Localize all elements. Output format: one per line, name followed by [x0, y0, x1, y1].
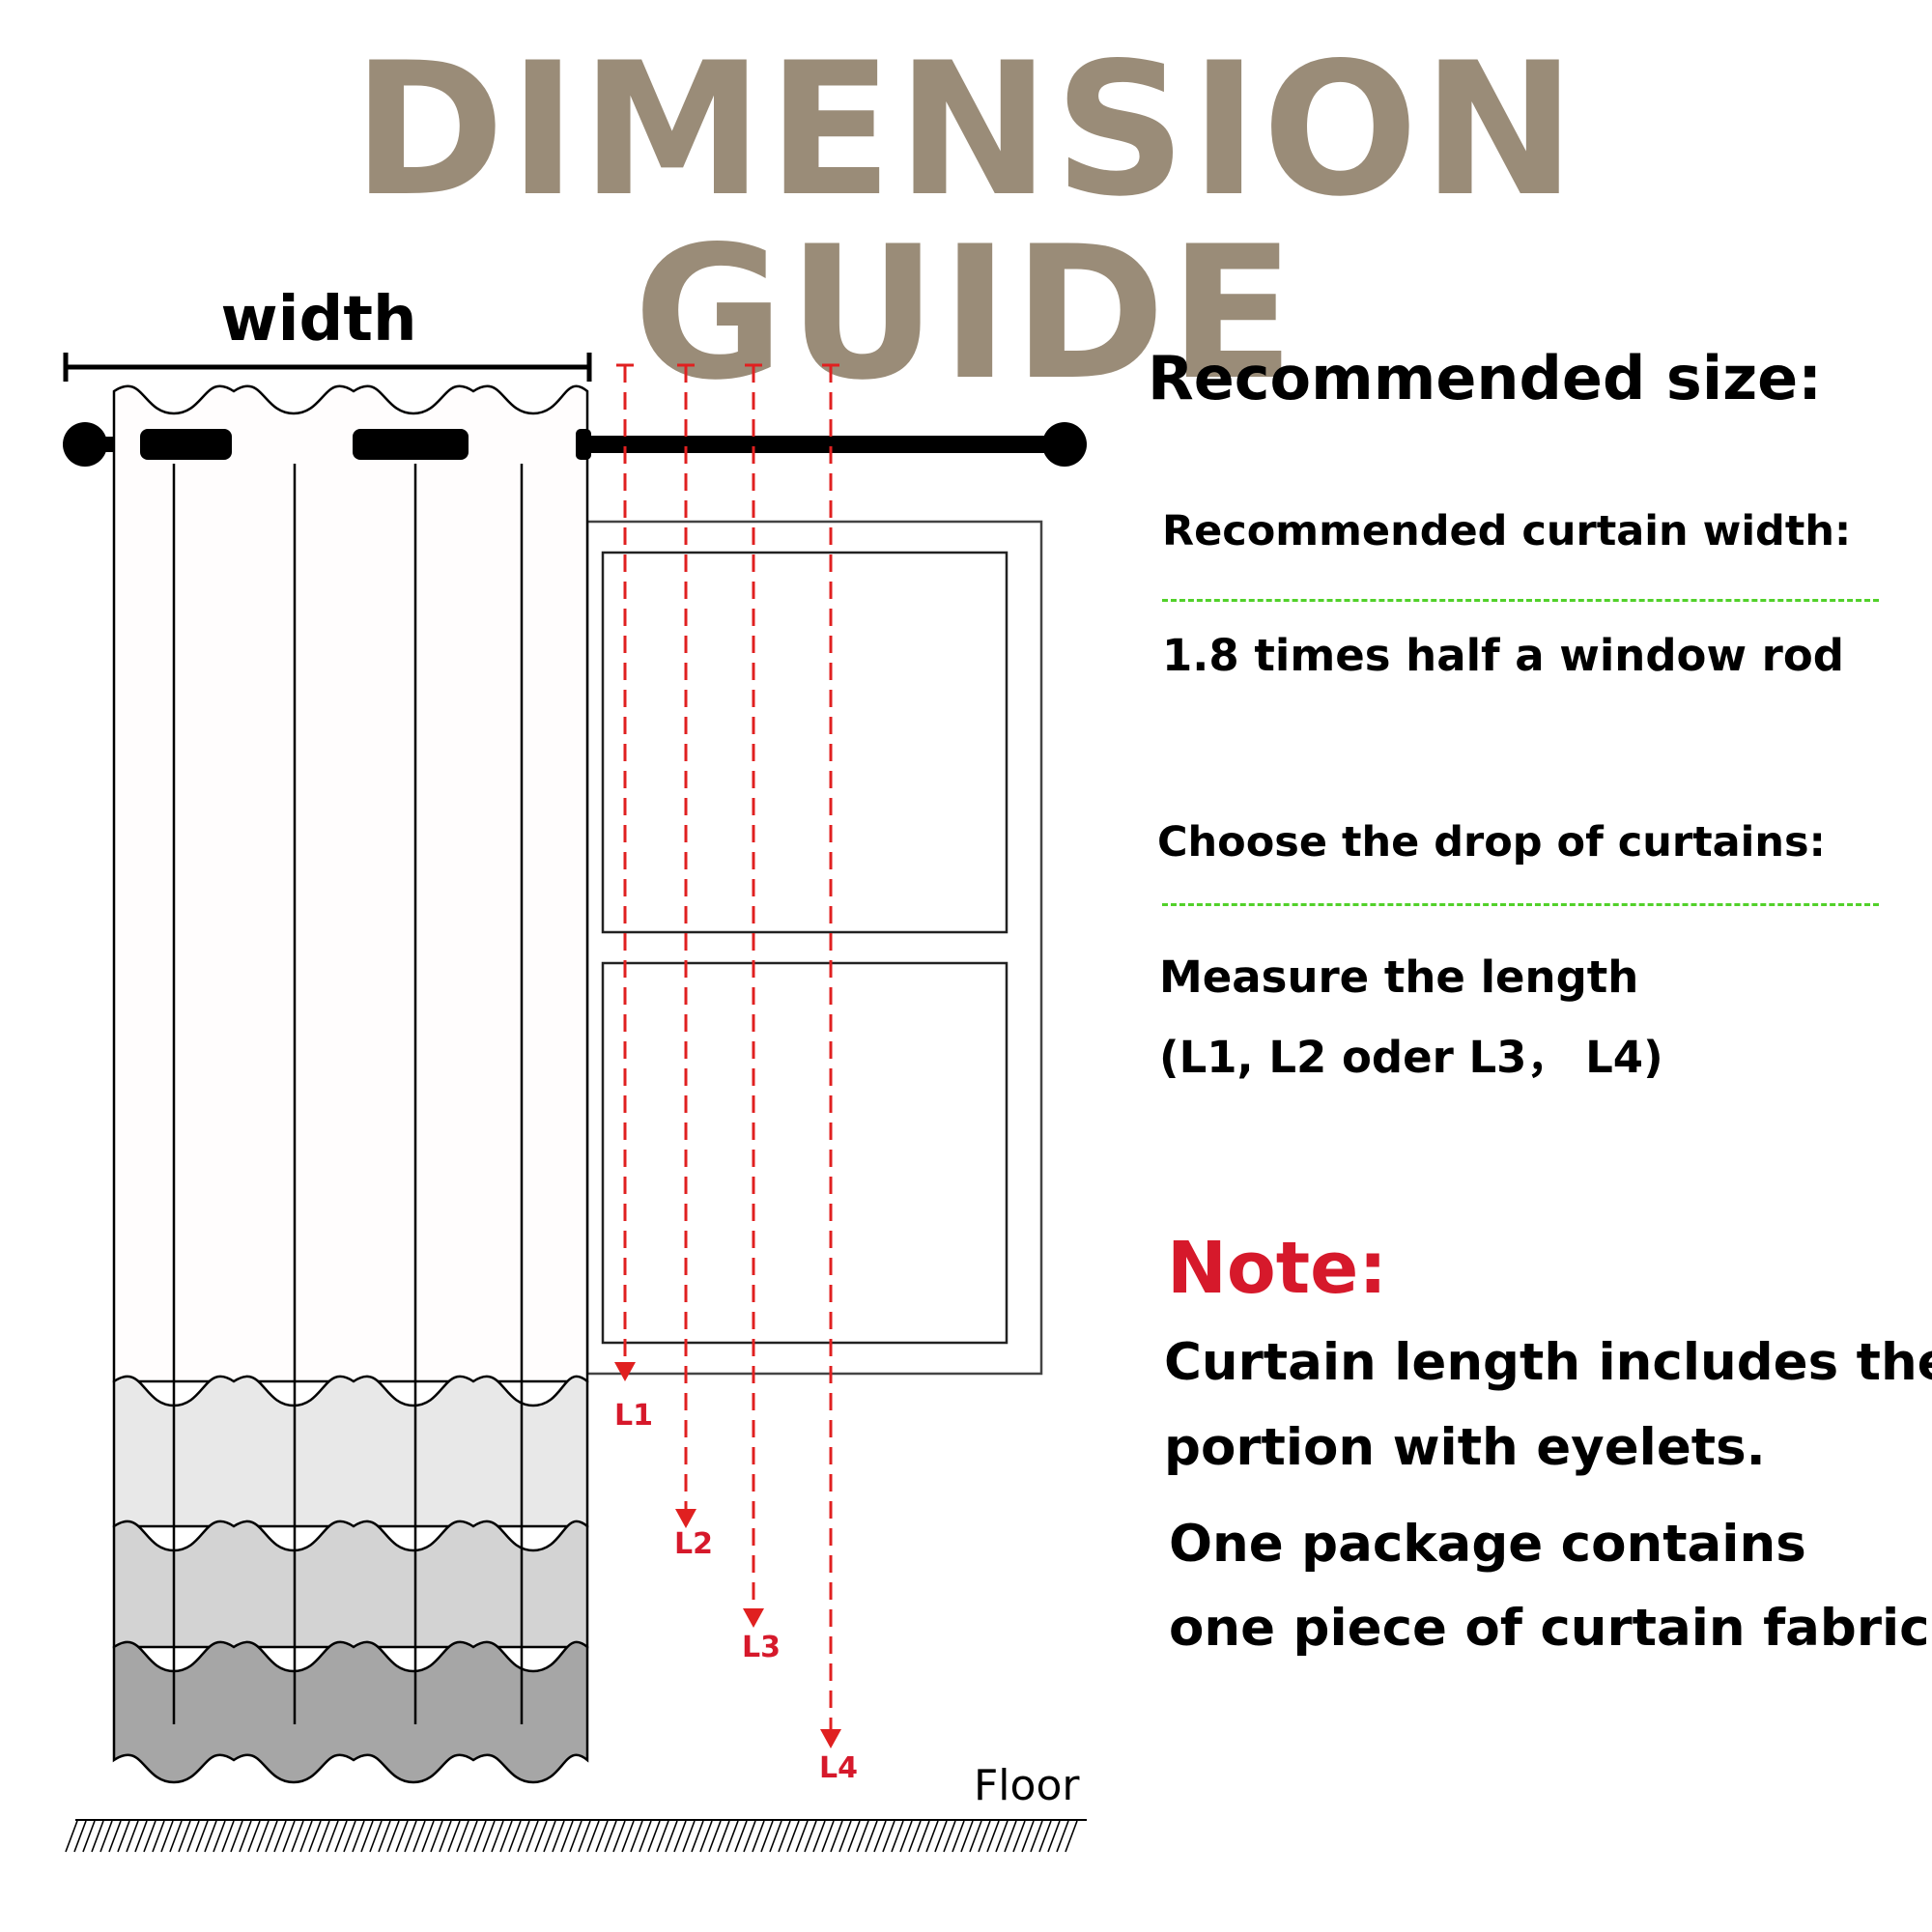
note-line2: portion with eyelets. [1164, 1418, 1766, 1477]
label-l4: L4 [819, 1751, 858, 1785]
arrow-l4-icon [820, 1729, 841, 1748]
note-heading: Note: [1167, 1227, 1387, 1310]
note-line1: Curtain length includes the [1164, 1333, 1932, 1392]
arrow-l1-icon [614, 1362, 636, 1381]
curtain-panel [112, 384, 589, 1784]
width-heading: Recommended curtain width: [1162, 507, 1852, 555]
width-text: 1.8 times half a window rod [1162, 630, 1845, 681]
arrow-l3-icon [743, 1608, 764, 1628]
curtain-rod [63, 422, 1087, 467]
floor [65, 1819, 1087, 1853]
width-label: width [220, 284, 416, 355]
divider-drop [1162, 903, 1879, 906]
length-measurements [623, 365, 833, 1737]
note-line3: One package contains [1169, 1515, 1806, 1574]
drop-line2: (L1, L2 oder L3， L4) [1159, 1032, 1663, 1083]
label-l1: L1 [614, 1399, 653, 1433]
page-title: DIMENSION GUIDE [352, 23, 1580, 420]
width-dimension [63, 353, 592, 382]
drop-heading: Choose the drop of curtains: [1157, 818, 1826, 867]
label-l2: L2 [674, 1527, 713, 1561]
window [585, 520, 1043, 1376]
drop-line1: Measure the length [1159, 952, 1639, 1003]
floor-label: Floor [974, 1761, 1080, 1810]
arrow-l2-icon [675, 1509, 696, 1528]
label-l3: L3 [742, 1631, 781, 1664]
note-line4: one piece of curtain fabric [1169, 1599, 1930, 1658]
divider-width [1162, 599, 1879, 602]
recommended-size-heading: Recommended size: [1148, 343, 1823, 413]
